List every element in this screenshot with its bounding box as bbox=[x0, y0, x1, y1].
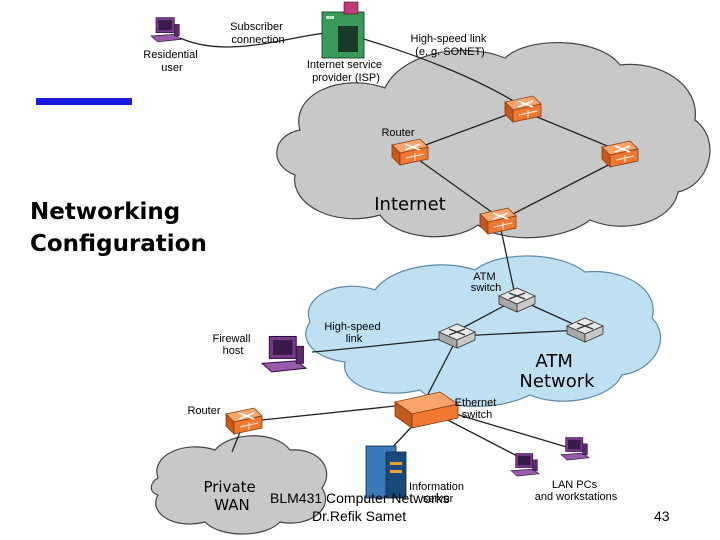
network-links bbox=[179, 31, 623, 461]
router-wan-link bbox=[231, 431, 241, 453]
subscriber-link bbox=[179, 31, 336, 48]
page-number: 43 bbox=[654, 508, 670, 524]
ethernet-switch-icon bbox=[394, 391, 460, 429]
information-server-icon bbox=[365, 445, 407, 499]
atm-cloud bbox=[305, 255, 662, 408]
ethernet-switch-label: Ethernet switch bbox=[455, 397, 500, 421]
slide-title-line-2: Configuration bbox=[30, 231, 207, 257]
high-speed-link-top-label: High-speed link (e. g. SONET) bbox=[411, 33, 490, 58]
lan-pcs-label: LAN PCs and workstations bbox=[535, 479, 618, 503]
residential-user-label: Residential user bbox=[143, 49, 200, 74]
lan-pc-1-icon bbox=[510, 453, 540, 477]
link-r4-atm1 bbox=[499, 224, 516, 296]
link-r1-r3 bbox=[524, 111, 623, 153]
internet-cloud bbox=[276, 42, 711, 239]
internet-router-label: Router bbox=[381, 127, 414, 139]
isp-server-icon bbox=[321, 1, 365, 59]
firewall-host-label: Firewall host bbox=[213, 333, 254, 357]
footer-course: BLM431 Computer Networks bbox=[270, 490, 450, 506]
link-r1-r2 bbox=[411, 109, 521, 151]
link-r3-r4 bbox=[504, 157, 623, 219]
isp-link bbox=[349, 34, 521, 106]
link-atm2-atm3 bbox=[457, 329, 583, 337]
lan-router-icon bbox=[225, 407, 263, 435]
firewall-link bbox=[311, 337, 453, 353]
ethernet-lan1-link bbox=[437, 414, 526, 461]
lan-router-label: Router bbox=[187, 405, 220, 417]
information-server-label: Information server bbox=[409, 481, 467, 505]
lan-pc-2-icon bbox=[560, 437, 590, 461]
atm-switch-label: ATM switch bbox=[471, 271, 502, 294]
slide-title-line-1: Networking bbox=[30, 199, 181, 225]
footer-author: Dr.Refik Samet bbox=[312, 508, 407, 524]
private-wan-label: Private WAN bbox=[203, 478, 260, 514]
router-ethernet-link bbox=[261, 404, 406, 421]
private-wan-cloud bbox=[150, 435, 328, 535]
internet-cloud-label: Internet bbox=[374, 194, 445, 215]
atm-network-label: ATM Network bbox=[519, 351, 595, 392]
residential-user-pc-icon bbox=[150, 17, 182, 43]
high-speed-link-mid-label: High-speed link bbox=[324, 321, 383, 345]
ethernet-lan2-link bbox=[441, 409, 571, 449]
firewall-host-icon bbox=[261, 335, 307, 373]
isp-label: Internet service provider (ISP) bbox=[307, 59, 385, 84]
slide-title: Networking Configuration bbox=[30, 196, 207, 260]
title-accent-bar bbox=[36, 98, 132, 105]
link-r2-r4 bbox=[411, 154, 501, 219]
subscriber-connection-label: Subscriber connection bbox=[230, 21, 286, 46]
atm-ethernet-link bbox=[424, 341, 456, 401]
